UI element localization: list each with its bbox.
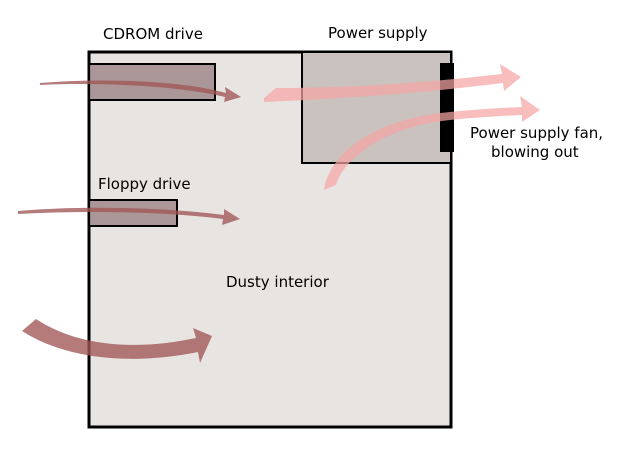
exhaust-airflow-arrows <box>264 64 540 190</box>
fan-label-line2: blowing out <box>491 143 579 161</box>
upper-exhaust-arrow <box>264 64 521 102</box>
power-supply-fan <box>440 63 454 152</box>
power-supply-box <box>301 51 452 164</box>
intake-airflow-arrows <box>18 80 241 363</box>
dusty-interior-label: Dusty interior <box>226 273 330 291</box>
floppy-intake-arrow <box>18 207 240 225</box>
lower-exhaust-arrow <box>324 96 540 190</box>
fan-label-line1: Power supply fan, <box>470 124 603 142</box>
cdrom-intake-arrow <box>40 80 241 102</box>
floppy-drive-label: Floppy drive <box>98 175 191 193</box>
bottom-intake-arrow <box>22 319 212 363</box>
cdrom-drive-label: CDROM drive <box>103 25 203 43</box>
power-supply-label: Power supply <box>328 24 428 42</box>
